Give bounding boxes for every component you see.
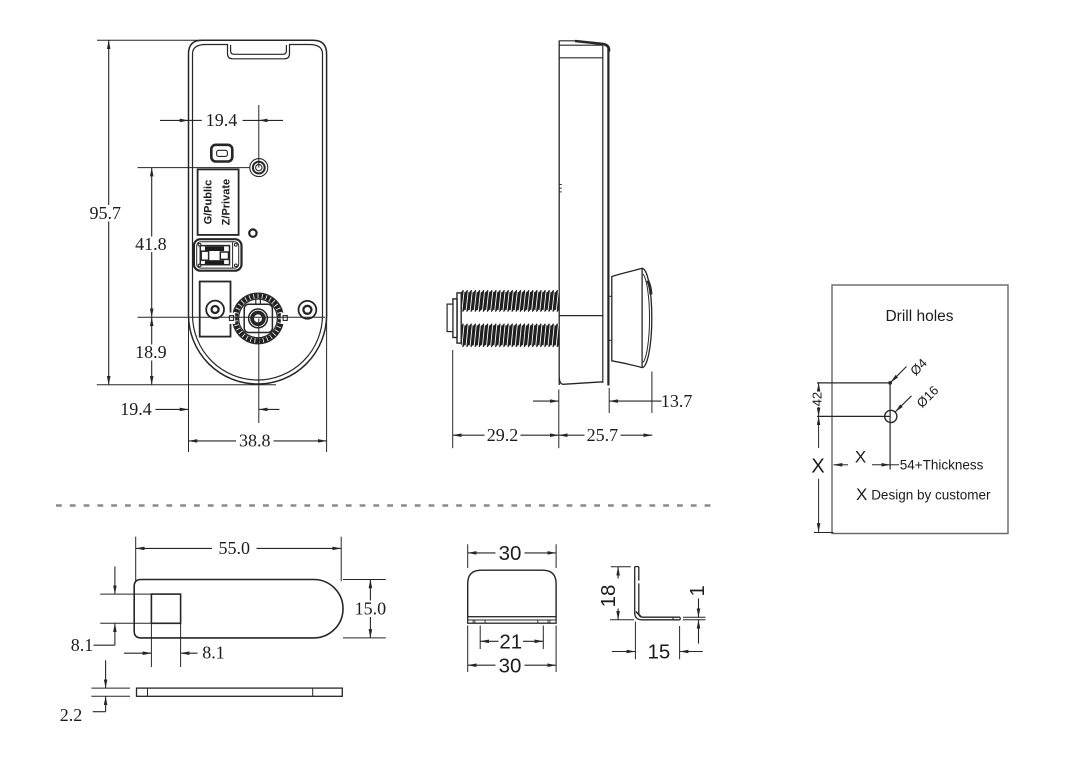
svg-text:2.2: 2.2	[60, 705, 83, 725]
svg-text:54+Thickness: 54+Thickness	[900, 458, 984, 473]
svg-text:X: X	[811, 456, 824, 478]
svg-text:19.4: 19.4	[120, 399, 152, 419]
svg-text:15.0: 15.0	[355, 599, 387, 619]
svg-text:X: X	[856, 485, 867, 504]
svg-text:55.0: 55.0	[218, 538, 250, 558]
svg-text:Design by customer: Design by customer	[871, 487, 991, 502]
svg-text:29.2: 29.2	[487, 425, 519, 445]
svg-text:8.1: 8.1	[202, 642, 225, 662]
svg-text:Ø16: Ø16	[914, 383, 942, 411]
svg-text:95.7: 95.7	[90, 203, 122, 223]
svg-text:15: 15	[647, 641, 670, 664]
svg-text:18.9: 18.9	[135, 342, 167, 362]
svg-text:30: 30	[499, 655, 522, 678]
svg-text:13.7: 13.7	[661, 391, 693, 411]
svg-text:19.4: 19.4	[206, 110, 238, 130]
svg-text:41.8: 41.8	[135, 234, 167, 254]
svg-text:8.1: 8.1	[71, 635, 94, 655]
svg-text:X: X	[855, 448, 866, 467]
svg-text:Ø4: Ø4	[907, 355, 930, 378]
svg-text:42: 42	[809, 392, 824, 406]
svg-text:21: 21	[499, 631, 522, 654]
svg-text:1: 1	[687, 585, 709, 596]
svg-text:38.8: 38.8	[239, 431, 271, 451]
svg-text:Z/Private: Z/Private	[221, 179, 233, 225]
svg-text:18: 18	[597, 585, 620, 608]
svg-text:G/Public: G/Public	[203, 180, 215, 225]
svg-text:30: 30	[499, 542, 522, 565]
svg-text:25.7: 25.7	[587, 425, 619, 445]
svg-text:Drill holes: Drill holes	[885, 308, 953, 325]
